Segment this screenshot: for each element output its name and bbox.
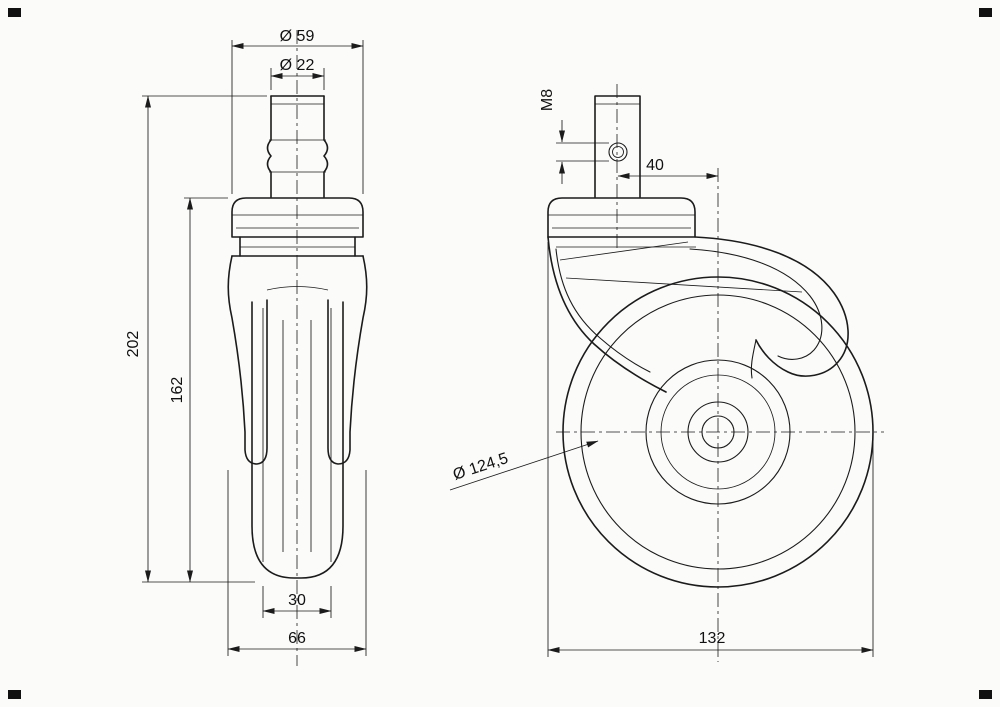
axle-hole-circle bbox=[701, 415, 735, 449]
wheel-outer-circle bbox=[562, 276, 874, 588]
side-fork bbox=[547, 236, 849, 393]
side-stem bbox=[594, 95, 641, 198]
dim-overall-height-label: 202 bbox=[125, 331, 142, 358]
crop-mark bbox=[979, 690, 992, 699]
dim-axle-offset: 40 bbox=[617, 157, 719, 179]
axle-boss-circle bbox=[687, 401, 749, 463]
dim-overall-height: 202 bbox=[125, 95, 267, 583]
dim-plate-diameter: Ø 59 bbox=[231, 28, 364, 194]
dim-height-below-plate: 162 bbox=[169, 197, 228, 583]
front-wheel bbox=[251, 286, 344, 579]
dim-axle-offset-label: 40 bbox=[646, 157, 664, 174]
dim-fork-width-label: 66 bbox=[288, 630, 306, 647]
dim-height-below-plate-label: 162 bbox=[169, 377, 186, 404]
dim-stem-diameter: Ø 22 bbox=[270, 57, 325, 90]
dim-overall-length-label: 132 bbox=[699, 630, 726, 647]
side-wheel bbox=[562, 276, 874, 588]
dim-wheel-diameter-label: Ø 124,5 bbox=[451, 450, 510, 484]
dim-thread: M8 bbox=[539, 89, 609, 184]
front-view: Ø 59 Ø 22 202 162 30 bbox=[125, 28, 368, 666]
crop-mark bbox=[8, 8, 21, 17]
hub-outer-circle bbox=[645, 359, 791, 505]
dim-wheel-diameter: Ø 124,5 bbox=[449, 440, 599, 491]
crop-marks bbox=[8, 8, 992, 699]
front-fork bbox=[227, 236, 368, 465]
dim-tread-width: 30 bbox=[262, 586, 332, 618]
front-stem bbox=[266, 95, 329, 198]
side-plate bbox=[547, 197, 696, 248]
hub-inner-circle bbox=[660, 374, 776, 490]
wheel-tread-circle bbox=[580, 294, 856, 570]
crop-mark bbox=[8, 690, 21, 699]
dim-thread-label: M8 bbox=[539, 89, 556, 111]
dim-tread-width-label: 30 bbox=[288, 592, 306, 609]
dim-stem-diameter-label: Ø 22 bbox=[280, 57, 315, 74]
crop-mark bbox=[979, 8, 992, 17]
front-plate bbox=[231, 197, 364, 238]
dim-plate-diameter-label: Ø 59 bbox=[280, 28, 315, 45]
dim-overall-length: 132 bbox=[547, 242, 874, 657]
side-view: M8 40 Ø 124,5 132 bbox=[449, 84, 884, 662]
stem-cross-hole bbox=[608, 142, 628, 162]
dim-fork-width: 66 bbox=[227, 470, 367, 656]
